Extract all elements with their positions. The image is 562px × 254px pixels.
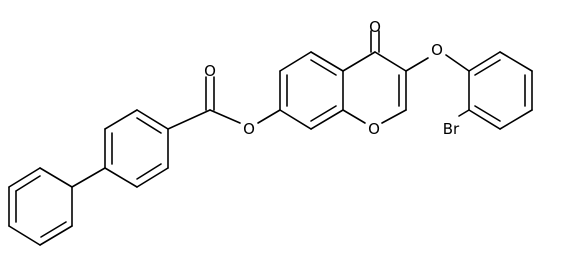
atom-labels: O O O O O Br xyxy=(204,18,460,138)
bond xyxy=(468,109,501,130)
bond xyxy=(104,167,138,188)
bond xyxy=(136,109,169,130)
bond xyxy=(39,225,73,246)
bond xyxy=(136,163,162,180)
bond xyxy=(468,51,501,72)
bond xyxy=(310,105,337,122)
atom-label-o: O xyxy=(369,18,381,36)
bond xyxy=(15,175,41,192)
bond xyxy=(474,59,501,76)
bond xyxy=(8,167,41,188)
bond xyxy=(445,54,470,72)
bond xyxy=(342,51,376,72)
bond xyxy=(499,51,533,72)
atom-label-o: O xyxy=(431,41,443,59)
bond xyxy=(310,59,337,76)
bond xyxy=(136,167,169,188)
bonds xyxy=(8,30,533,246)
bond xyxy=(374,51,407,72)
bond xyxy=(310,109,344,130)
atom-label-o: O xyxy=(368,120,380,138)
bond xyxy=(342,109,366,124)
bond xyxy=(405,57,429,72)
bond xyxy=(499,109,533,130)
atom-label-o: O xyxy=(243,120,255,138)
atom-label-br: Br xyxy=(443,120,460,138)
bond xyxy=(310,51,344,72)
bond xyxy=(279,51,312,72)
bond xyxy=(104,109,138,130)
atom-label-o: O xyxy=(204,62,216,80)
bond xyxy=(136,117,162,134)
bond xyxy=(40,221,67,238)
bond xyxy=(39,167,73,188)
bond xyxy=(279,109,312,130)
bond xyxy=(381,109,407,124)
bond xyxy=(458,109,470,117)
bond xyxy=(474,105,501,122)
bond xyxy=(167,109,211,130)
bond xyxy=(209,109,241,124)
bond xyxy=(257,109,281,124)
bond xyxy=(71,167,106,188)
bond xyxy=(8,225,41,246)
